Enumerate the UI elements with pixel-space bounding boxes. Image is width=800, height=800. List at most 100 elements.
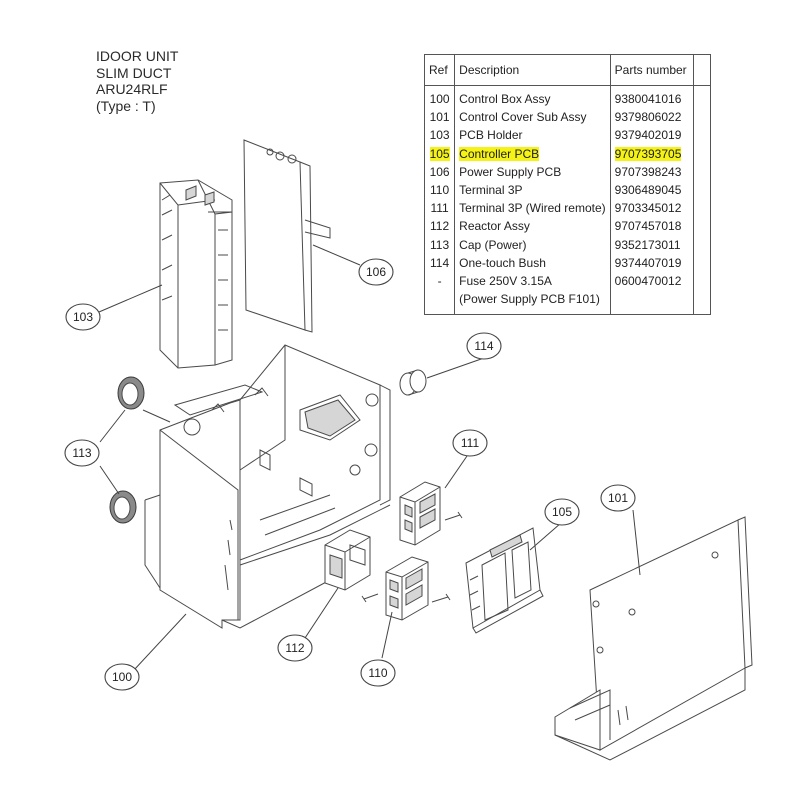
part-number: 9379402019	[609, 128, 694, 147]
part-ref: 103	[423, 128, 456, 147]
part-ref: 106	[423, 164, 456, 183]
part-ref: 114	[423, 255, 456, 274]
leader-112	[304, 587, 339, 639]
part-description: Terminal 3P (Wired remote)	[454, 201, 611, 220]
part-ref: 113	[423, 237, 456, 256]
part-extra	[692, 237, 712, 256]
part-ref	[423, 292, 456, 316]
model-line-variant: (Type : T)	[96, 97, 156, 114]
part-description-highlight: Controller PCB	[459, 146, 540, 161]
header-description: Description	[454, 54, 611, 86]
power-cap-lower-part	[109, 490, 137, 524]
part-extra	[692, 146, 712, 165]
parts-row: 105 Controller PCB 9707393705	[423, 146, 712, 165]
callout-112: 112	[277, 634, 313, 662]
terminal-3p-wired-remote-part	[399, 481, 463, 546]
part-extra	[692, 128, 712, 147]
control-box-part	[144, 344, 391, 629]
callout-103: 103	[65, 303, 101, 331]
callout-106: 106	[358, 258, 394, 286]
leader-110	[381, 611, 393, 659]
part-description: Reactor Assy	[454, 219, 611, 238]
part-extra	[692, 201, 712, 220]
part-number: 9707457018	[609, 219, 694, 238]
controller-pcb-part	[465, 527, 544, 634]
leader-111	[444, 455, 468, 489]
model-heading: IDOOR UNIT SLIM DUCT ARU24RLF (Type : T)	[96, 48, 178, 114]
part-extra	[692, 85, 712, 111]
part-description: PCB Holder	[454, 128, 611, 147]
callout-103-label: 103	[73, 310, 93, 324]
callout-113: 113	[64, 439, 100, 467]
callout-110-label: 110	[368, 666, 387, 680]
part-ref-highlight: 105	[429, 146, 450, 161]
part-ref: 105	[423, 146, 456, 165]
part-description: Cap (Power)	[454, 237, 611, 256]
part-description: Control Box Assy	[454, 85, 611, 111]
model-line-number: ARU24RLF	[96, 81, 168, 97]
parts-row: (Power Supply PCB F101)	[423, 292, 712, 316]
header-ref: Ref	[423, 54, 456, 86]
callout-105: 105	[544, 498, 580, 526]
part-description: Fuse 250V 3.15A	[454, 273, 611, 293]
part-ref: 100	[423, 85, 456, 111]
callout-114-label: 114	[474, 339, 493, 353]
model-line-unit: IDOOR UNIT	[96, 48, 179, 64]
callout-114: 114	[466, 332, 502, 360]
power-supply-pcb-part	[243, 139, 331, 333]
callout-113-label: 113	[72, 446, 91, 460]
part-ref: 112	[423, 219, 456, 238]
callout-111-label: 111	[461, 436, 480, 450]
part-ref: 110	[423, 182, 456, 202]
callout-105-label: 105	[552, 505, 572, 519]
callout-101-label: 101	[608, 491, 628, 505]
part-ref: 101	[423, 110, 456, 129]
leader-101	[632, 509, 641, 576]
part-description: One-touch Bush	[454, 255, 611, 274]
callout-100-label: 100	[112, 670, 132, 684]
leader-100	[133, 613, 187, 671]
callout-106-label: 106	[366, 265, 386, 279]
part-number: 0600470012	[609, 273, 694, 293]
parts-table-header: Ref Description Parts number	[423, 54, 712, 86]
part-number: 9352173011	[609, 237, 694, 256]
part-ref: -	[423, 273, 456, 293]
control-cover-part	[554, 516, 753, 761]
leader-114	[426, 357, 485, 379]
terminal-3p-part	[361, 556, 451, 621]
part-description: Controller PCB	[454, 146, 611, 165]
part-extra	[692, 164, 712, 183]
part-ref: 111	[423, 201, 456, 220]
leader-105	[529, 522, 562, 551]
leader-103	[98, 284, 163, 313]
part-description: Power Supply PCB	[454, 164, 611, 183]
callout-100: 100	[104, 663, 140, 691]
part-extra	[692, 219, 712, 238]
part-number: 9374407019	[609, 255, 694, 274]
power-cap-upper-part	[117, 376, 145, 410]
leader-113-box	[142, 409, 171, 423]
header-part-number: Parts number	[609, 54, 694, 86]
one-touch-bush-part	[399, 369, 427, 396]
leader-106	[312, 244, 361, 266]
part-number: 9707393705	[609, 146, 694, 165]
part-extra	[692, 110, 712, 129]
callout-111: 111	[452, 429, 488, 457]
header-extra	[692, 54, 712, 86]
callout-101: 101	[600, 484, 636, 512]
part-number: 9703345012	[609, 201, 694, 220]
part-description: Terminal 3P	[454, 182, 611, 202]
part-extra	[692, 273, 712, 293]
leader-113-upper	[99, 409, 126, 443]
